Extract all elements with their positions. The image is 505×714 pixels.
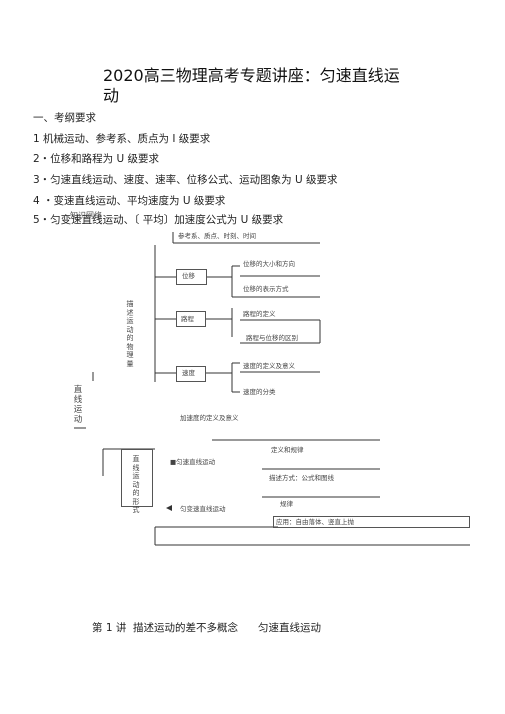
requirement-3: 3・匀速直线运动、速度、速率、位移公式、运动图象为 U 级要求 (33, 174, 338, 186)
displacement-item-1: 位移的大小和方向 (243, 260, 295, 268)
diagram-uniform-accel: 匀变速直线运动 (180, 505, 226, 513)
diagram-top-concepts: 参考系、质点、时刻、时间 (178, 232, 256, 240)
page-title: 2020高三物理高考专题讲座：匀速直线运动 (103, 66, 400, 105)
diagram-describe-quantities: 描述运动的物理量 (126, 300, 134, 368)
right-item-2: 描述方式：公式和图线 (269, 474, 334, 482)
velocity-box (176, 366, 206, 382)
right-item-3: 规律 (280, 500, 293, 508)
requirement-4: 4 ・变速直线运动、平均速度为 U 级要求 (33, 195, 226, 207)
requirement-1: 1 机械运动、参考系、质点为 I 级要求 (33, 133, 211, 145)
diagram-acceleration: 加速度的定义及意义 (180, 414, 239, 422)
velocity-item-1: 速度的定义及意义 (243, 362, 295, 370)
knowledge-network-label: 知识网络 (70, 211, 102, 220)
section-heading: 一、考纲要求 (33, 112, 96, 124)
displacement-box (176, 269, 207, 285)
distance-item-2: 路程与位移的区别 (246, 334, 298, 342)
forms-box (121, 449, 153, 507)
diagram-uniform-motion: ■匀速直线运动 (170, 458, 216, 466)
right-item-4: 应用：自由落体、竖直上抛 (276, 518, 354, 526)
diagram-root: 直线运动 (73, 385, 83, 425)
displacement-label: 位移 (182, 272, 195, 280)
requirement-5: 5・匀变速直线运动、〔 平均〕加速度公式为 U 级要求 (33, 214, 284, 226)
requirement-2: 2・位移和路程为 U 级要求 (33, 153, 160, 165)
velocity-label: 速度 (182, 369, 195, 377)
right-item-1: 定义和规律 (271, 446, 304, 454)
velocity-item-2: 速度的分类 (243, 388, 276, 396)
distance-label: 路程 (181, 315, 194, 323)
lecture-title: 第 1 讲 描述运动的差不多概念 匀速直线运动 (92, 622, 322, 634)
application-box (273, 516, 470, 528)
displacement-item-2: 位移的表示方式 (243, 285, 289, 293)
diagram-forms: 直线运动的形式 (132, 455, 140, 514)
distance-item-1: 路程的定义 (243, 310, 276, 318)
distance-box (176, 311, 206, 327)
